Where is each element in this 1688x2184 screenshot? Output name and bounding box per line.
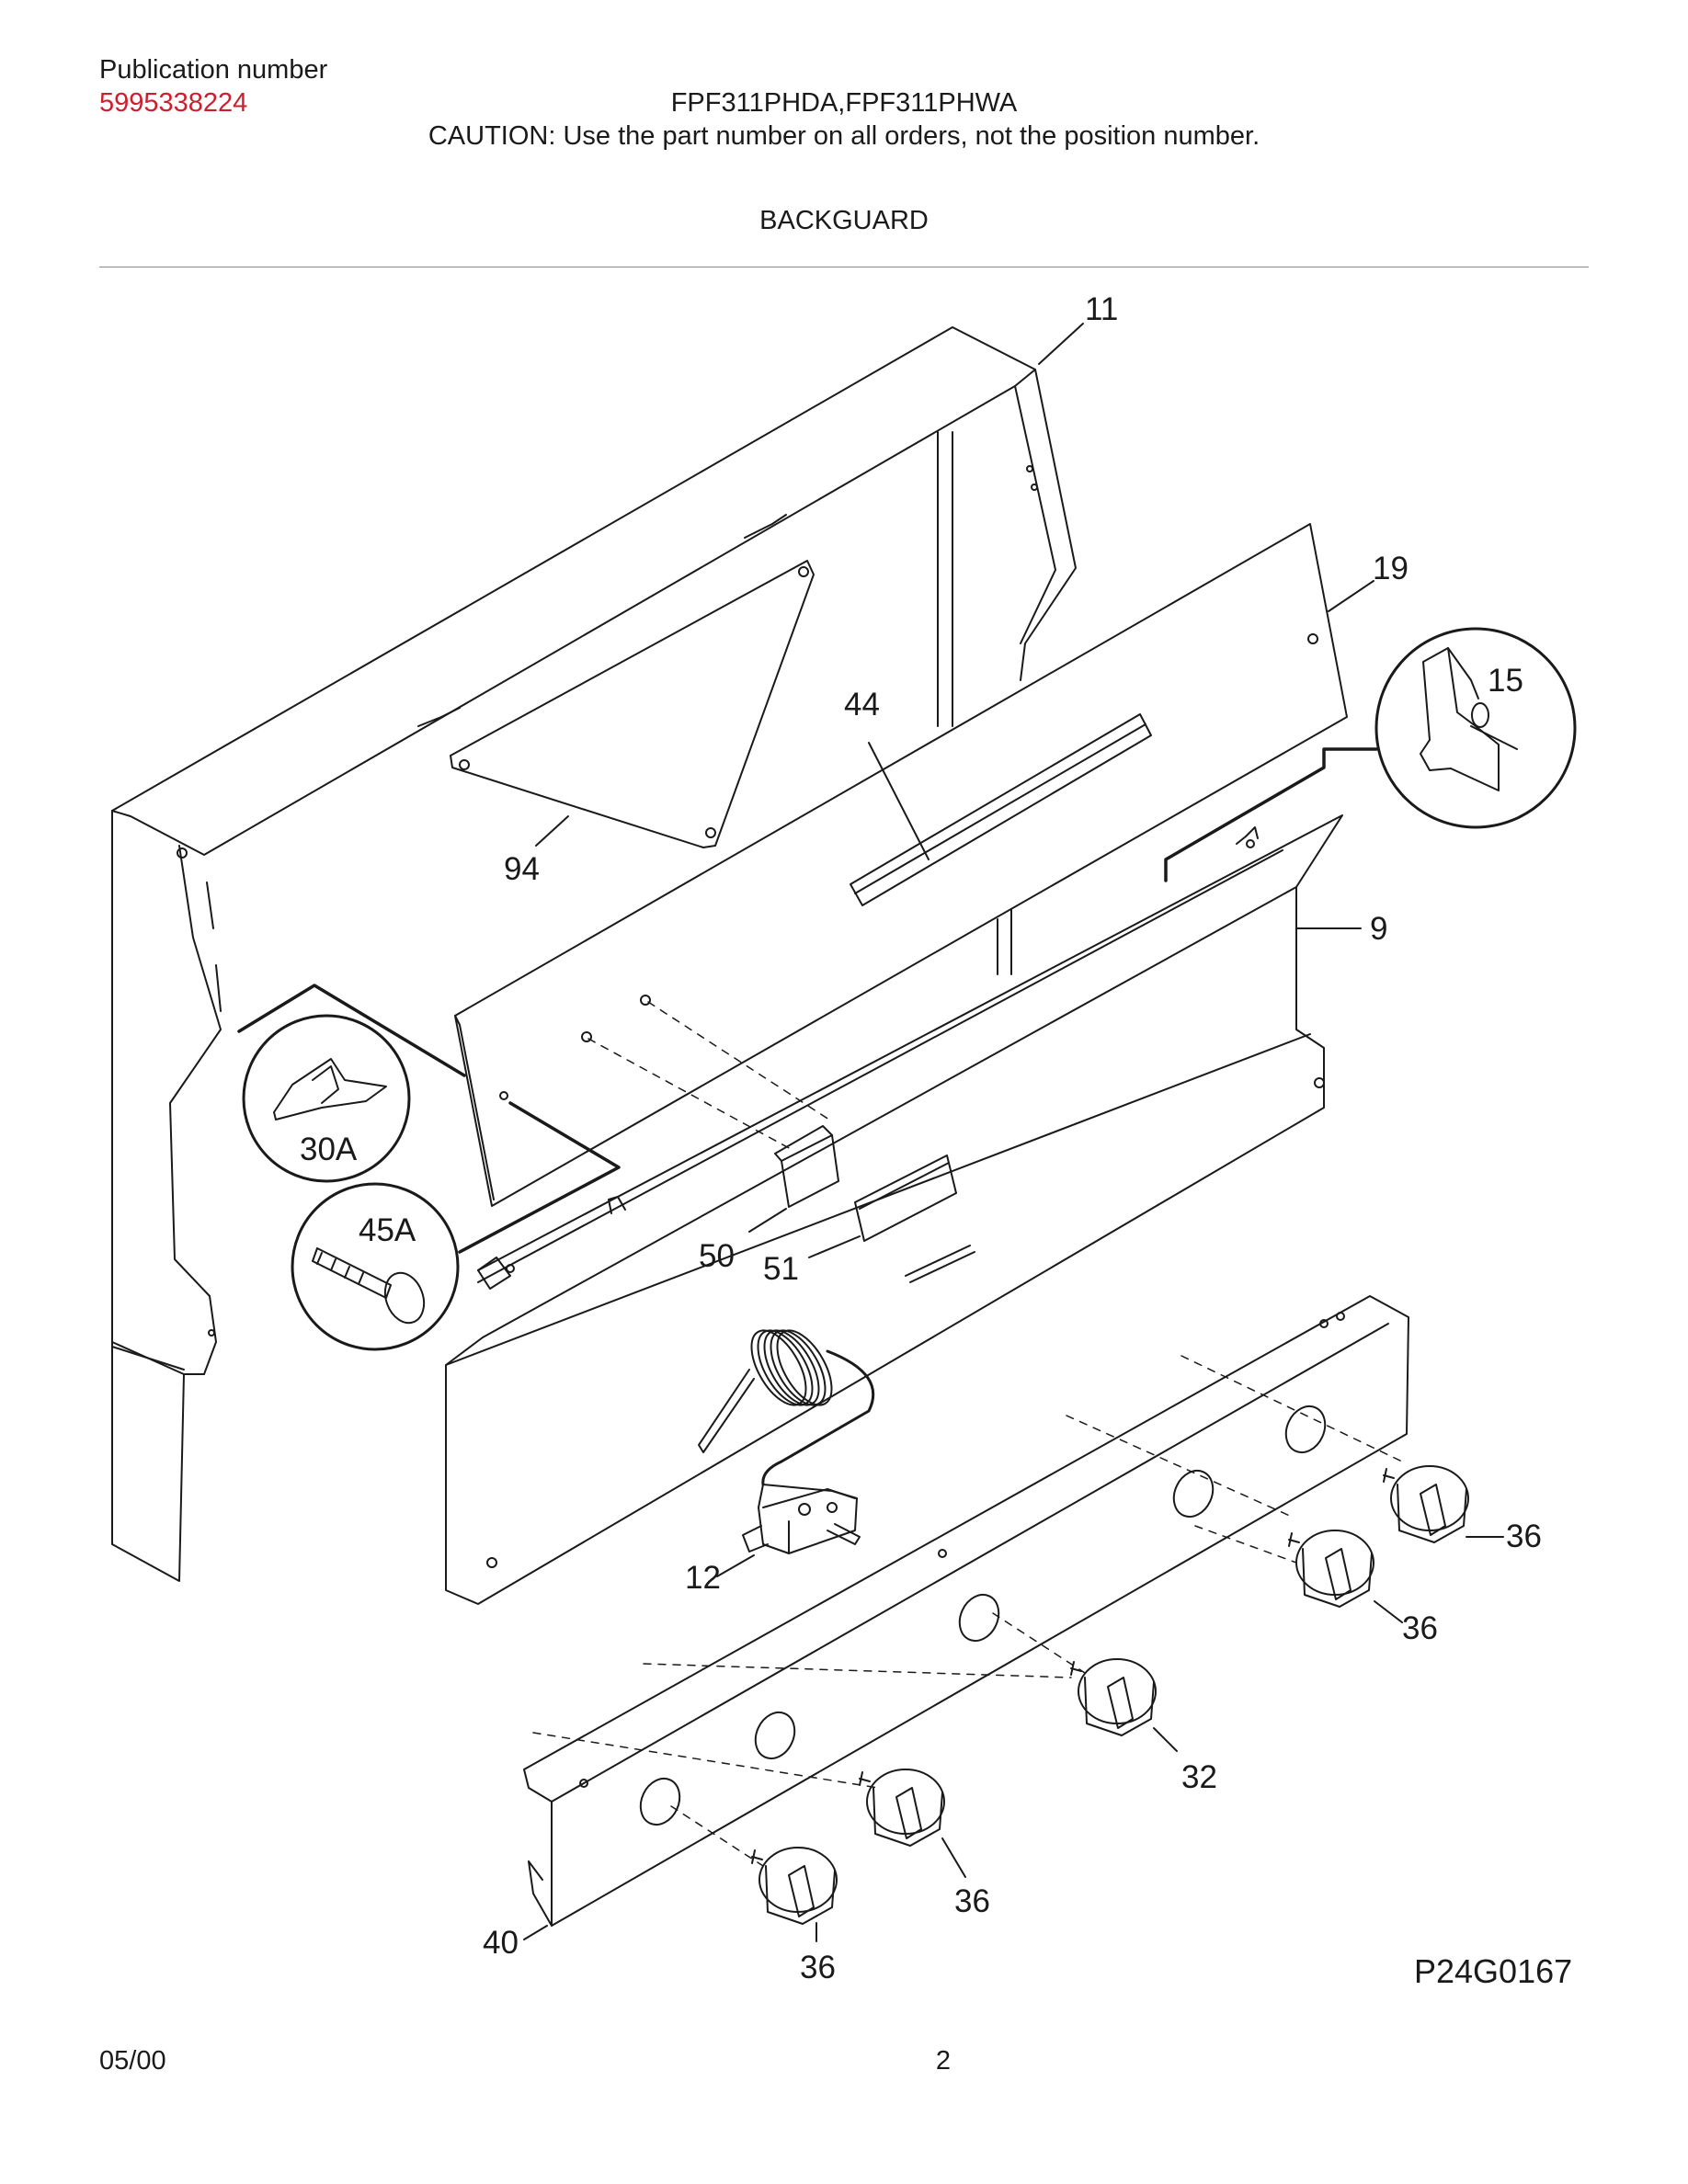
caution-note: CAUTION: Use the part number on all orde…: [428, 121, 1260, 151]
callout-51: 51: [763, 1251, 799, 1287]
part-44-trim: [850, 713, 1152, 906]
callout-36-top-right: 36: [1506, 1519, 1542, 1554]
footer-date: 05/00: [99, 2046, 166, 2076]
callout-50: 50: [699, 1238, 735, 1274]
callout-94: 94: [504, 851, 540, 887]
callout-12: 12: [685, 1560, 721, 1596]
detail-30a-wing-nut: [237, 984, 621, 1254]
knob-36-left-lower: [751, 1847, 838, 1925]
callout-40: 40: [483, 1925, 519, 1961]
part-94-bracket: [450, 560, 815, 848]
knob-36-left-upper: [859, 1769, 945, 1847]
model-numbers: FPF311PHDA,FPF311PHWA: [670, 88, 1018, 118]
callout-15: 15: [1488, 663, 1523, 699]
callout-32: 32: [1181, 1759, 1217, 1795]
callout-11: 11: [1085, 291, 1118, 327]
leader-lines: [523, 323, 1504, 1942]
callout-36-right: 36: [1402, 1610, 1438, 1646]
drawing-id: P24G0167: [1414, 1952, 1572, 1990]
part-19-panel: [454, 523, 1348, 1207]
callout-44: 44: [844, 687, 880, 722]
detail-15-clip: [1164, 627, 1577, 882]
part-12-thermostat: [698, 1329, 875, 1554]
page-number: 2: [935, 2046, 952, 2076]
section-title: BACKGUARD: [759, 206, 929, 235]
knob-36-right: [1288, 1530, 1374, 1608]
part-11-backguard-frame: [111, 326, 1077, 1582]
callout-36-left-lower: 36: [800, 1950, 836, 1985]
callout-9: 9: [1370, 911, 1387, 947]
guide-lines: [532, 1001, 1403, 1867]
detail-45a-screw: [291, 1182, 460, 1351]
callout-19: 19: [1373, 551, 1409, 586]
callout-36-left-upper: 36: [954, 1883, 990, 1919]
knob-32-center: [1070, 1658, 1157, 1736]
publication-number: 5995338224: [99, 88, 248, 118]
callout-30a: 30A: [300, 1132, 358, 1167]
callouts: 11 19 15 44 94 9 30A 45A 50 51 12 36 36 …: [300, 291, 1572, 1990]
part-51-lens: [854, 1155, 957, 1242]
knob-36-top-right: [1383, 1465, 1469, 1543]
part-9-control-panel: [445, 814, 1343, 1605]
part-50-switch: [774, 1125, 839, 1208]
publication-label: Publication number: [99, 55, 328, 85]
part-40-manifold-panel: [523, 1295, 1409, 1927]
callout-45a: 45A: [359, 1212, 416, 1248]
